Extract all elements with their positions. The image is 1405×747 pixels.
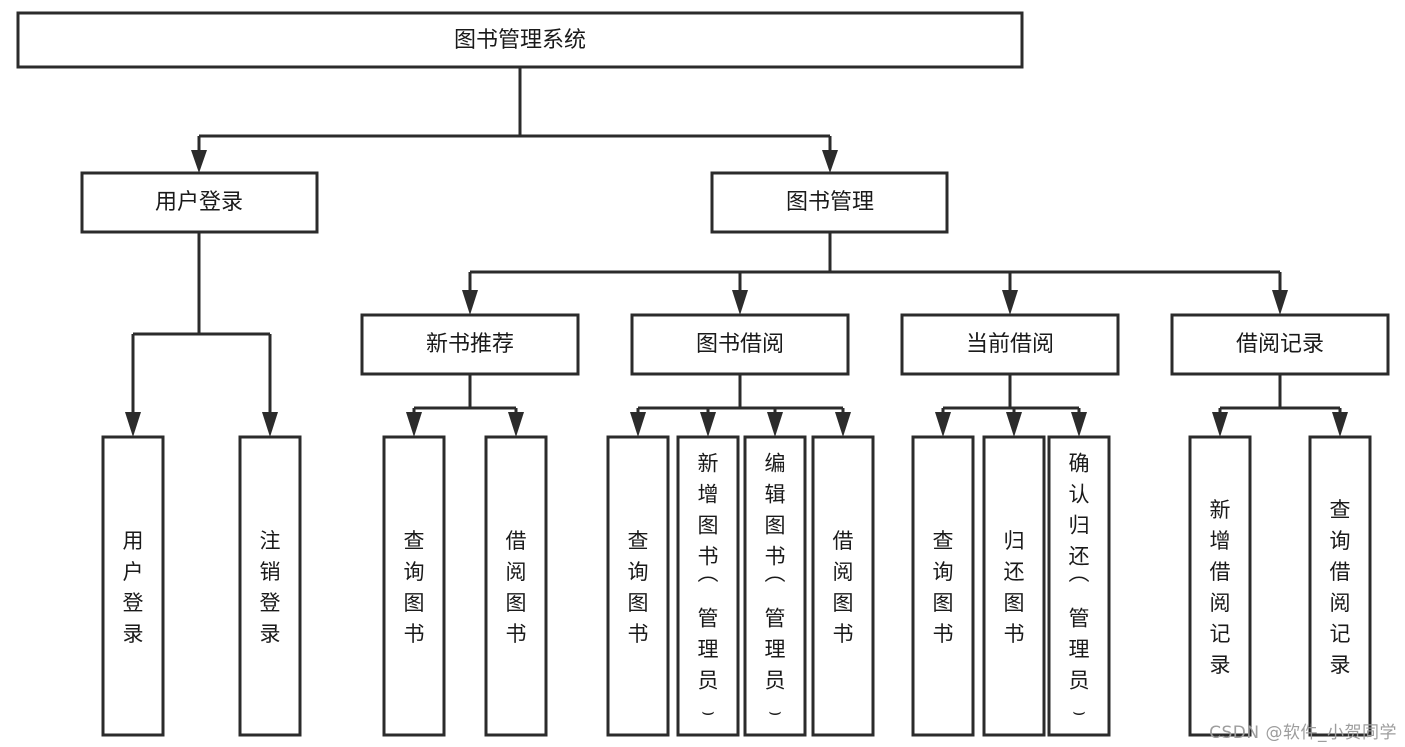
node-book-borrow[interactable]: 图书借阅 bbox=[630, 313, 850, 376]
node-leaf-return-book-box[interactable] bbox=[982, 435, 1046, 737]
arrow-to-leaf-query-book-rec bbox=[406, 412, 422, 437]
arrow-to-leaf-borrow-book-lend bbox=[835, 412, 851, 437]
node-new-book-recommend-label: 新书推荐 bbox=[426, 332, 514, 357]
arrow-to-leaf-add-record bbox=[1212, 412, 1228, 437]
node-leaf-query-book-cur[interactable]: 查询图书 bbox=[911, 435, 975, 737]
node-leaf-query-book-rec-label: 查询图书 bbox=[404, 529, 425, 646]
node-leaf-borrow-book-lend-box[interactable] bbox=[811, 435, 875, 737]
node-leaf-query-book-rec[interactable]: 查询图书 bbox=[382, 435, 446, 737]
node-leaf-borrow-book-rec-label: 借阅图书 bbox=[506, 529, 527, 646]
node-leaf-query-book-cur-label: 查询图书 bbox=[933, 529, 954, 646]
node-leaf-confirm-return-box[interactable] bbox=[1047, 435, 1111, 737]
node-user-login-box[interactable] bbox=[80, 171, 319, 234]
node-leaf-add-record[interactable]: 新增借阅记录 bbox=[1188, 435, 1252, 737]
arrow-to-leaf-user-login bbox=[125, 412, 141, 437]
node-current-borrow[interactable]: 当前借阅 bbox=[900, 313, 1120, 376]
arrow-to-book-manage bbox=[822, 150, 838, 173]
arrow-to-leaf-add-book bbox=[700, 412, 716, 437]
arrow-to-new-book-rec bbox=[462, 290, 478, 315]
node-leaf-return-book-label: 归还图书 bbox=[1004, 529, 1025, 646]
node-leaf-borrow-book-rec[interactable]: 借阅图书 bbox=[484, 435, 548, 737]
node-leaf-return-book[interactable]: 归还图书 bbox=[982, 435, 1046, 737]
arrow-to-leaf-query-book-lend bbox=[630, 412, 646, 437]
node-book-manage-label: 图书管理 bbox=[786, 190, 874, 215]
node-leaf-borrow-book-rec-box[interactable] bbox=[484, 435, 548, 737]
node-leaf-borrow-book-lend[interactable]: 借阅图书 bbox=[811, 435, 875, 737]
leaf-node-layer: 用户登录 注销登录 查询图书 借阅图书 查询图书 新增图书⌒管理员⌣ 编辑图书⌒管理员⌣ 借阅… bbox=[101, 435, 1372, 737]
arrow-to-leaf-logout bbox=[262, 412, 278, 437]
arrow-to-leaf-confirm-return bbox=[1071, 412, 1087, 437]
node-root[interactable]: 图书管理系统 bbox=[16, 11, 1024, 69]
node-book-manage-box[interactable] bbox=[710, 171, 949, 234]
node-leaf-confirm-return[interactable]: 确认归还⌒管理员⌣ bbox=[1047, 435, 1111, 737]
node-leaf-query-book-rec-box[interactable] bbox=[382, 435, 446, 737]
node-leaf-logout-label: 注销登录 bbox=[260, 529, 281, 646]
node-leaf-query-book-lend[interactable]: 查询图书 bbox=[606, 435, 670, 737]
node-leaf-edit-book-box[interactable] bbox=[743, 435, 807, 737]
node-leaf-edit-book[interactable]: 编辑图书⌒管理员⌣ bbox=[743, 435, 807, 737]
node-current-borrow-label: 当前借阅 bbox=[966, 332, 1054, 357]
arrow-to-leaf-borrow-book-rec bbox=[508, 412, 524, 437]
node-user-login-label: 用户登录 bbox=[155, 190, 243, 215]
arrow-to-leaf-query-book-cur bbox=[935, 412, 951, 437]
node-leaf-user-login-box[interactable] bbox=[101, 435, 165, 737]
arrow-to-leaf-query-record bbox=[1332, 412, 1348, 437]
node-root-box[interactable] bbox=[16, 11, 1024, 69]
node-leaf-user-login[interactable]: 用户登录 bbox=[101, 435, 165, 737]
node-book-borrow-label: 图书借阅 bbox=[696, 332, 784, 357]
node-leaf-query-book-lend-label: 查询图书 bbox=[628, 529, 649, 646]
watermark-text: CSDN @软件_小贺同学 bbox=[1209, 723, 1397, 743]
node-leaf-logout-box[interactable] bbox=[238, 435, 302, 737]
node-book-manage[interactable]: 图书管理 bbox=[710, 171, 949, 234]
node-user-login[interactable]: 用户登录 bbox=[80, 171, 319, 234]
node-borrow-record-box[interactable] bbox=[1170, 313, 1390, 376]
node-leaf-confirm-return-label: 确认归还⌒管理员⌣ bbox=[1069, 452, 1090, 724]
node-leaf-borrow-book-lend-label: 借阅图书 bbox=[833, 529, 854, 646]
node-leaf-user-login-label: 用户登录 bbox=[123, 529, 144, 646]
arrow-to-leaf-edit-book bbox=[767, 412, 783, 437]
node-leaf-query-record[interactable]: 查询借阅记录 bbox=[1308, 435, 1372, 737]
connector-layer bbox=[125, 67, 1348, 437]
node-leaf-add-record-box[interactable] bbox=[1188, 435, 1252, 737]
node-leaf-add-book[interactable]: 新增图书⌒管理员⌣ bbox=[676, 435, 740, 737]
arrow-to-leaf-return-book bbox=[1006, 412, 1022, 437]
node-leaf-add-record-label: 新增借阅记录 bbox=[1210, 498, 1231, 677]
node-root-label: 图书管理系统 bbox=[454, 28, 586, 53]
node-leaf-query-record-box[interactable] bbox=[1308, 435, 1372, 737]
node-borrow-record[interactable]: 借阅记录 bbox=[1170, 313, 1390, 376]
node-book-borrow-box[interactable] bbox=[630, 313, 850, 376]
node-leaf-query-book-lend-box[interactable] bbox=[606, 435, 670, 737]
arrow-to-book-borrow bbox=[732, 290, 748, 315]
node-leaf-query-record-label: 查询借阅记录 bbox=[1330, 498, 1351, 677]
node-leaf-query-book-cur-box[interactable] bbox=[911, 435, 975, 737]
node-leaf-add-book-box[interactable] bbox=[676, 435, 740, 737]
node-leaf-add-book-label: 新增图书⌒管理员⌣ bbox=[698, 452, 719, 724]
arrow-to-user-login bbox=[191, 150, 207, 173]
arrow-to-current-borrow bbox=[1002, 290, 1018, 315]
node-new-book-recommend[interactable]: 新书推荐 bbox=[360, 313, 580, 376]
node-new-book-recommend-box[interactable] bbox=[360, 313, 580, 376]
node-current-borrow-box[interactable] bbox=[900, 313, 1120, 376]
node-leaf-logout[interactable]: 注销登录 bbox=[238, 435, 302, 737]
node-borrow-record-label: 借阅记录 bbox=[1236, 332, 1324, 357]
arrow-to-borrow-record bbox=[1272, 290, 1288, 315]
node-leaf-edit-book-label: 编辑图书⌒管理员⌣ bbox=[765, 452, 786, 724]
